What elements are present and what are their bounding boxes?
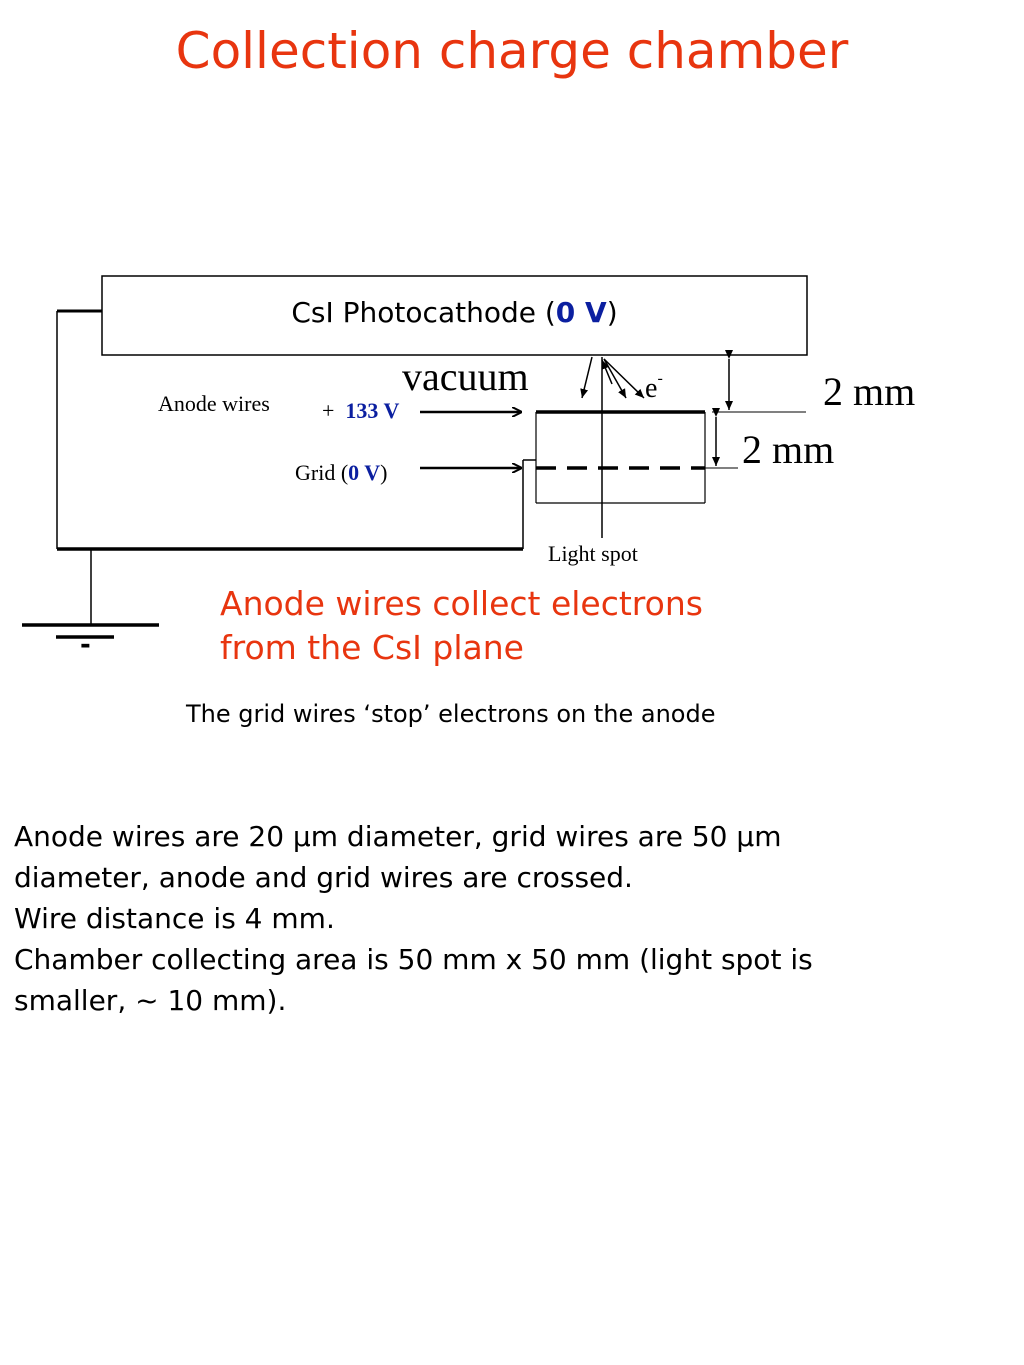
gap-upper-label: 2 mm [823,369,916,414]
photoelectron-arrow [580,356,593,399]
grid-label-close: ) [380,460,388,485]
photocathode-voltage: 0 V [555,296,607,329]
electron-charge: - [657,370,663,387]
photocathode-label-text: CsI Photocathode ( [291,296,556,329]
grid-stop-note: The grid wires ‘stop’ electrons on the a… [186,700,716,728]
gap-lower-label: 2 mm [742,427,835,472]
photocathode-label-close: ) [606,296,618,329]
vacuum-label: vacuum [402,354,529,399]
grid-voltage: 0 V [348,460,381,485]
description-line: Wire distance is 4 mm. [14,902,335,935]
anode-voltage-value: 133 V [345,398,400,423]
description-paragraph: Anode wires are 20 μm diameter, grid wir… [14,816,1014,1021]
anode-voltage-label: + 133 V [322,398,399,424]
photoelectron-arrow [603,358,627,399]
electron-symbol: e [645,373,658,404]
photocathode-box [101,275,808,356]
anode-voltage-sign: + [322,398,335,423]
grid-label-text: Grid ( [295,460,349,485]
page-title: Collection charge chamber [175,22,849,80]
anode-collect-note: Anode wires collect electrons from the C… [220,584,703,667]
description-line: Anode wires are 20 μm diameter, grid wir… [14,820,782,853]
photoelectron-arrow [603,358,645,399]
light-spot-label: Light spot [548,541,638,566]
description-line: Chamber collecting area is 50 mm x 50 mm… [14,943,813,976]
electron-label: e- [645,370,663,405]
photoelectron-arrow [601,359,613,385]
ground-minus-sign: - [80,630,91,660]
anode-wires-label: Anode wires [158,391,270,416]
grid-label: Grid (0 V) [295,460,387,486]
photocathode-label: CsI Photocathode (0 V) [102,296,807,329]
description-line: smaller, ~ 10 mm). [14,984,287,1017]
description-line: diameter, anode and grid wires are cross… [14,861,633,894]
